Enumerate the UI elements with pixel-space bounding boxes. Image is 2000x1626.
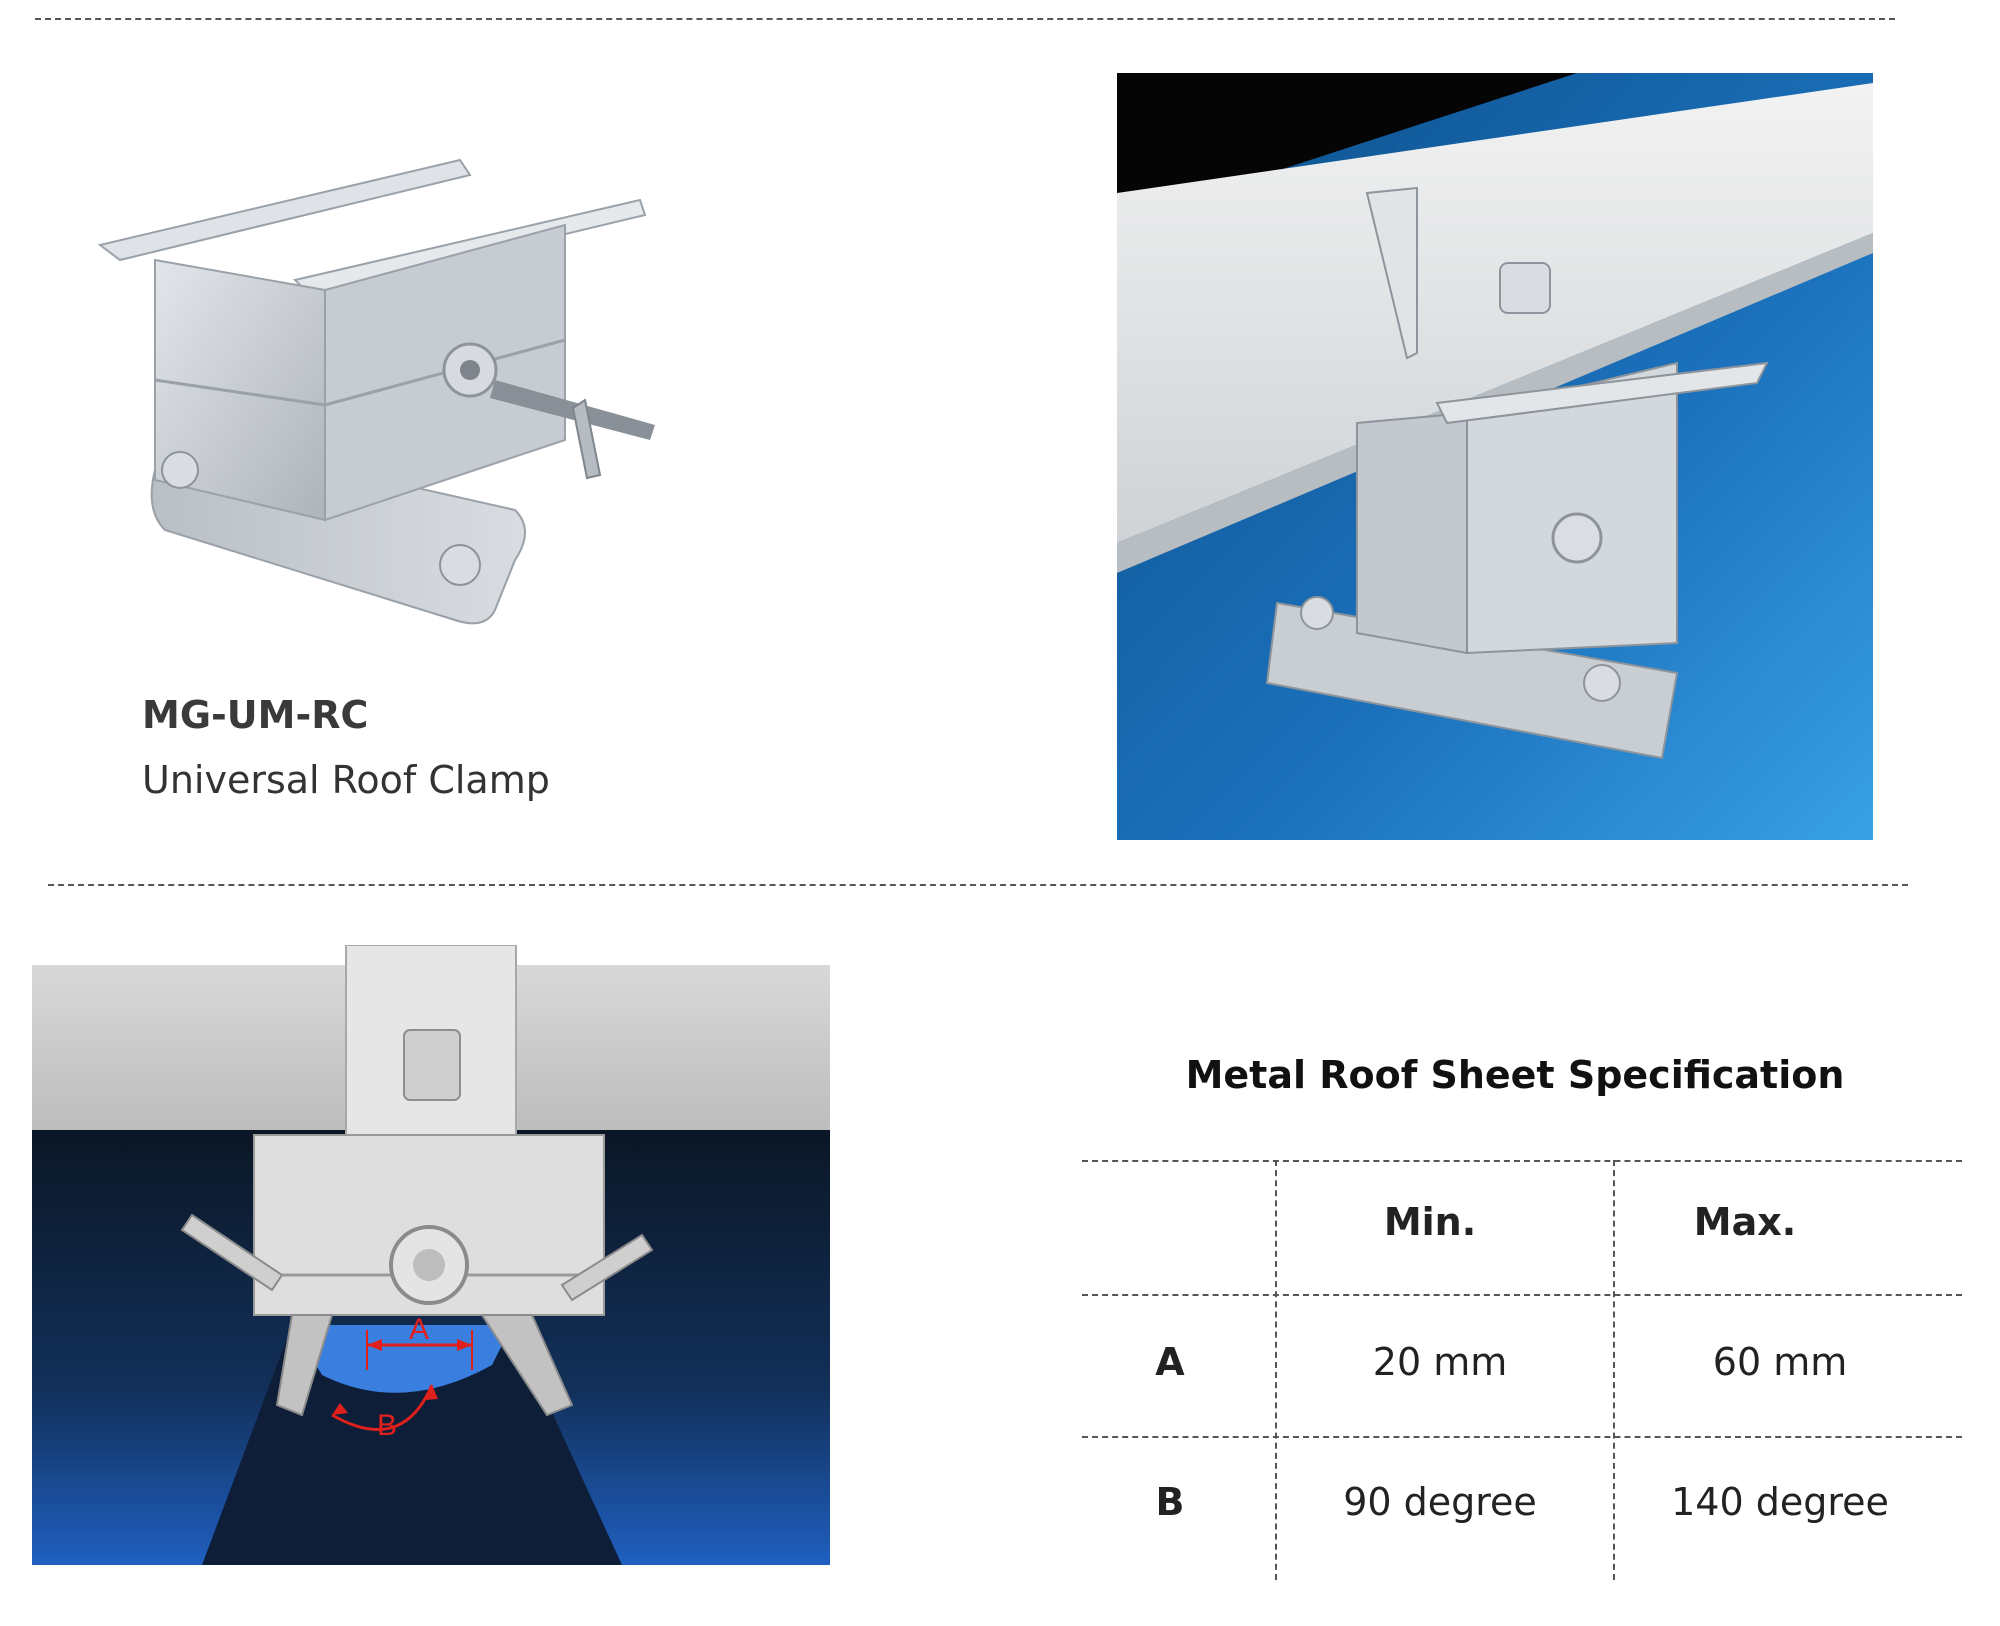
table-rule-header (1082, 1294, 1962, 1296)
row-a-label: A (1155, 1340, 1185, 1384)
roof-dimension-diagram: A B (32, 945, 830, 1565)
dimension-b-label: B (377, 1409, 397, 1442)
table-header-max: Max. (1693, 1200, 1797, 1244)
table-header-min: Min. (1383, 1200, 1477, 1244)
row-b-min: 90 degree (1343, 1480, 1537, 1524)
spec-table-title: Metal Roof Sheet Specification (1185, 1053, 1845, 1097)
product-code: MG-UM-RC (142, 693, 369, 737)
top-divider (35, 18, 1895, 20)
row-a-max: 60 mm (1712, 1340, 1848, 1384)
table-rule-row (1082, 1436, 1962, 1438)
dimension-a-label: A (409, 1313, 429, 1346)
table-col-divider-2 (1613, 1160, 1615, 1580)
table-rule-top (1082, 1160, 1962, 1162)
roof-clamp-product-image (97, 158, 655, 625)
installed-clamp-photo (1117, 73, 1873, 840)
row-a-min: 20 mm (1372, 1340, 1508, 1384)
middle-divider (48, 884, 1908, 886)
table-col-divider-1 (1275, 1160, 1277, 1580)
row-b-max: 140 degree (1671, 1480, 1889, 1524)
row-b-label: B (1155, 1480, 1185, 1524)
product-name: Universal Roof Clamp (142, 758, 550, 802)
